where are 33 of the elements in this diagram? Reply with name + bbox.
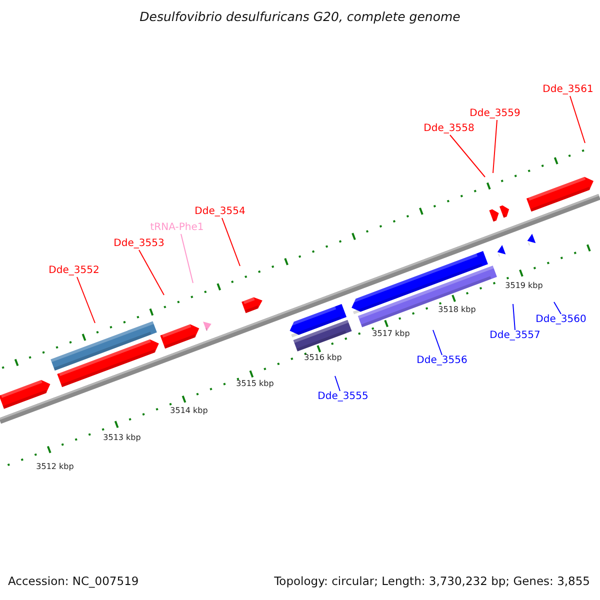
- leader-line: [138, 250, 164, 296]
- leader-line: [492, 120, 498, 174]
- gene-label: Dde_3560: [536, 314, 586, 326]
- gene-label: tRNA-Phe1: [150, 222, 204, 234]
- gene-label: Dde_3552: [48, 265, 100, 277]
- genome-info-text: Accession: NC_007519: [8, 574, 139, 588]
- scale-label: 3516 kbp: [304, 353, 342, 363]
- leader-line: [570, 96, 586, 144]
- title: Desulfovibrio desulfuricans G20, complete genome: [138, 9, 462, 24]
- genome-info-text: Topology: circular; Length: 3,730,232 bp; Genes: 3,855: [274, 574, 590, 588]
- scale-label: 3512 kbp: [36, 462, 74, 472]
- gene-label: Dde_3553: [114, 238, 164, 250]
- leader-line: [180, 234, 194, 284]
- gene-label: Dde_3556: [416, 355, 468, 367]
- scale-label: 3515 kbp: [236, 379, 274, 389]
- leader-line: [432, 330, 442, 356]
- gene-label: Dde_3558: [424, 123, 474, 135]
- scale-label: 3513 kbp: [103, 433, 141, 443]
- scale-label: 3518 kbp: [438, 305, 476, 315]
- leader-line: [450, 134, 486, 178]
- gene-label: Dde_3557: [490, 330, 540, 342]
- scale-label: 3514 kbp: [170, 406, 208, 416]
- leader-line: [222, 218, 240, 266]
- leader-line: [554, 302, 562, 314]
- leader-line: [76, 276, 96, 324]
- gene-label: Dde_3554: [194, 206, 246, 218]
- scale-label: 3519 kbp: [505, 281, 543, 291]
- leader-line: [512, 304, 516, 330]
- leader-line: [334, 376, 340, 392]
- gene-label: Dde_3555: [318, 391, 368, 403]
- gene-label: Dde_3559: [470, 108, 520, 120]
- gene-label: Dde_3561: [542, 84, 594, 96]
- scale-label: 3517 kbp: [372, 329, 410, 339]
